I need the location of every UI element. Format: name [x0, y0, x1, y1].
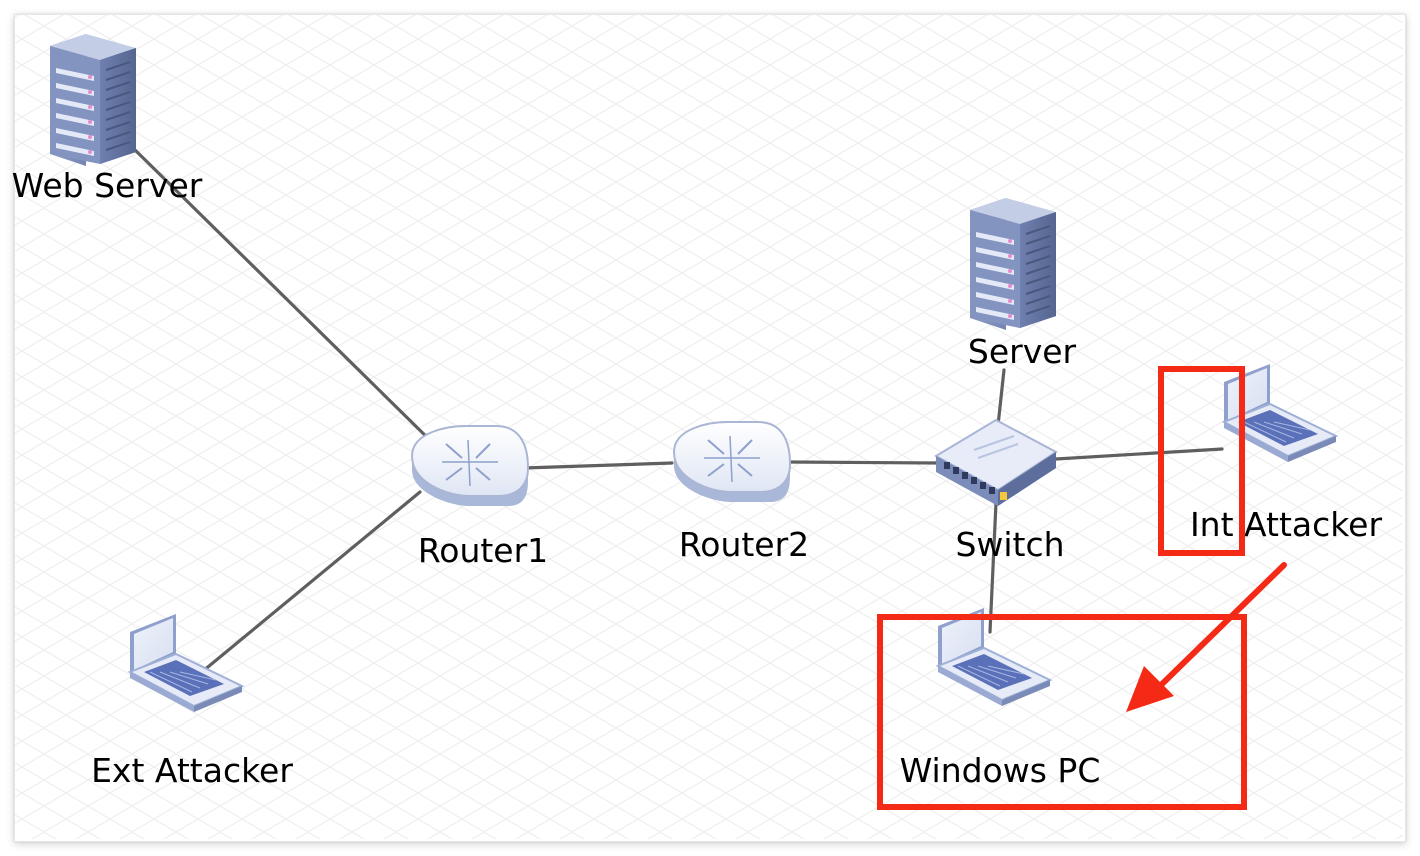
router-icon	[410, 425, 530, 506]
annotation-arrow	[1126, 562, 1287, 712]
node-switch[interactable]: Switch	[933, 418, 1065, 564]
link-router1-router2	[522, 461, 674, 470]
overlay-layer	[877, 366, 1287, 810]
node-label-switch: Switch	[955, 525, 1064, 564]
link-web-server-router1	[130, 145, 442, 452]
links-layer	[130, 145, 1224, 678]
link-router1-ext-attacker	[195, 490, 422, 678]
node-label-ext-attacker: Ext Attacker	[91, 751, 293, 790]
node-label-server: Server	[968, 332, 1077, 371]
node-server[interactable]: Server	[968, 198, 1077, 371]
laptop-icon	[1221, 364, 1339, 462]
node-router2[interactable]: Router2	[672, 421, 809, 564]
node-router1[interactable]: Router1	[410, 425, 548, 570]
node-label-web-server: Web Server	[12, 166, 203, 205]
server-rack-icon	[970, 198, 1056, 330]
node-windows-pc[interactable]: Windows PC	[900, 608, 1101, 790]
highlight-box-windows-pc	[877, 614, 1247, 810]
node-ext-attacker[interactable]: Ext Attacker	[91, 614, 293, 790]
link-switch-int-attacker	[1054, 447, 1224, 461]
node-int-attacker[interactable]: Int Attacker	[1190, 364, 1383, 544]
node-label-int-attacker: Int Attacker	[1190, 505, 1383, 544]
laptop-icon	[127, 614, 245, 712]
router-icon	[672, 421, 792, 502]
node-label-router2: Router2	[679, 525, 809, 564]
node-label-windows-pc: Windows PC	[900, 751, 1101, 790]
link-router2-switch	[786, 460, 940, 465]
link-switch-windows-pc	[988, 501, 998, 634]
node-label-router1: Router1	[418, 531, 548, 570]
server-rack-icon	[50, 34, 136, 166]
highlight-box-int-attacker	[1158, 366, 1245, 556]
network-switch-icon	[933, 418, 1058, 506]
laptop-icon	[935, 608, 1053, 706]
node-web-server[interactable]: Web Server	[12, 34, 203, 205]
